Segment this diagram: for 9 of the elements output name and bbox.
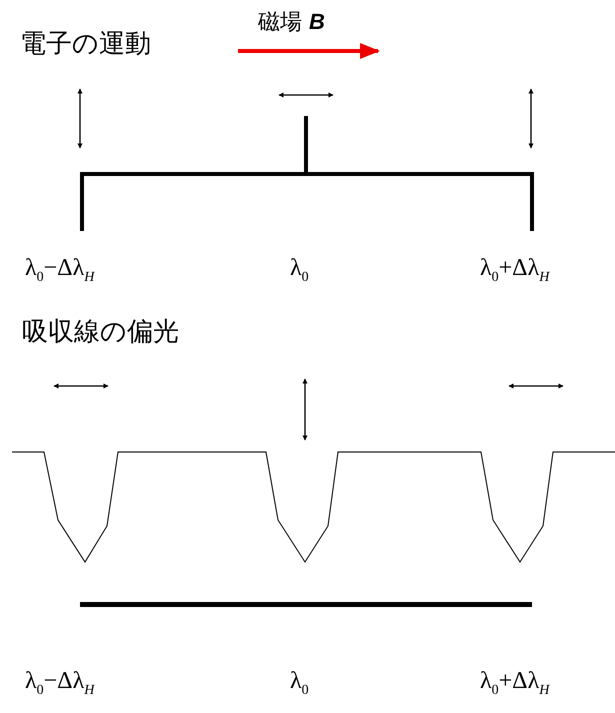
wavelength-label: λ$_{0}$ [290, 255, 309, 286]
wavelength-label: λ$_{0}$ [290, 668, 309, 698]
section-heading: 電子の運動 [20, 30, 151, 59]
wavelength-label: λ$_{0}$−Δλ$_{H}$ [25, 255, 94, 286]
section-heading: 吸収線の偏光 [22, 318, 179, 347]
wavelength-label: λ$_{0}$+Δλ$_{H}$ [480, 255, 550, 286]
field-label: 磁場 B [258, 10, 325, 36]
wavelength-label: λ$_{0}$+Δλ$_{H}$ [480, 668, 550, 698]
wavelength-label: λ$_{0}$−Δλ$_{H}$ [25, 668, 94, 698]
